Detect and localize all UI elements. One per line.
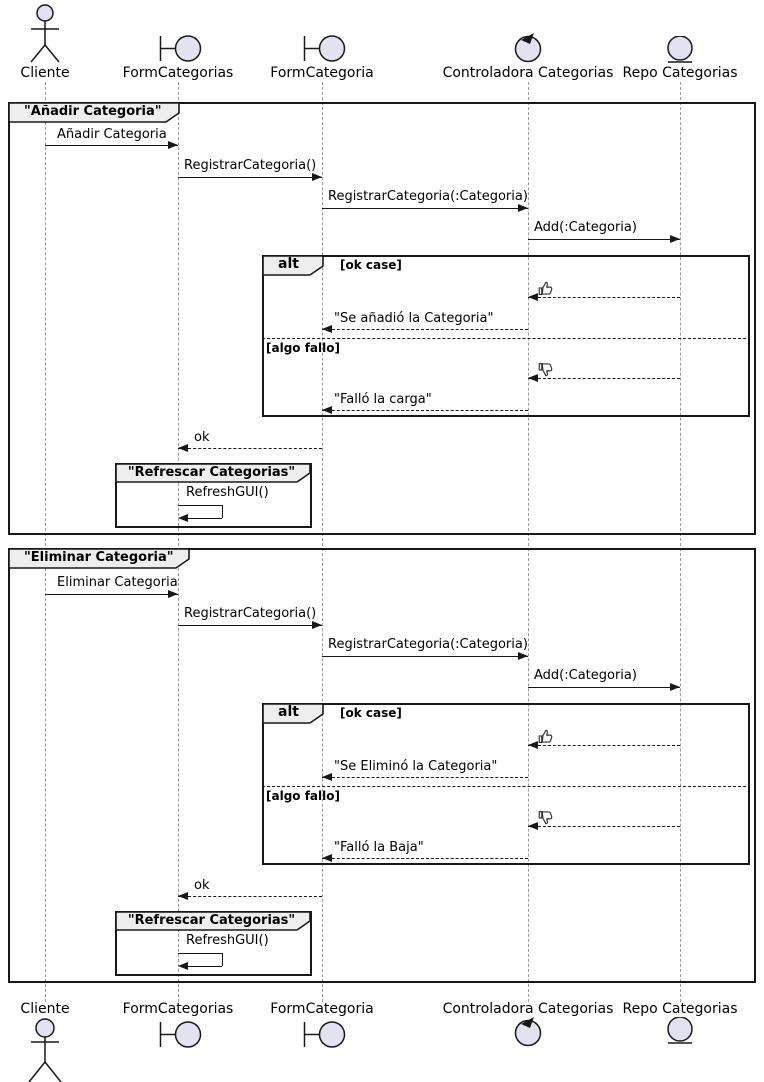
participant-label-controladora-bottom: Controladora Categorias bbox=[442, 1001, 614, 1017]
msg-registrar-categoria-param-2: RegistrarCategoria(:Categoria) bbox=[328, 637, 528, 652]
msg-add-categoria-2: Add(:Categoria) bbox=[534, 668, 637, 683]
msg-add-categoria-1: Add(:Categoria) bbox=[534, 220, 637, 235]
frame-eliminar-categoria bbox=[8, 548, 756, 983]
arrowhead bbox=[312, 621, 322, 629]
alt-tab-2 bbox=[262, 703, 324, 724]
msg-ok-return-1: ok bbox=[194, 430, 210, 445]
lifeline-cliente bbox=[45, 82, 46, 1002]
msg-ok-return-2: ok bbox=[194, 878, 210, 893]
msg-thumbs-down-line-2 bbox=[528, 826, 680, 827]
arrowhead bbox=[528, 741, 538, 749]
thumbs-down-icon bbox=[538, 811, 553, 825]
frame-eliminar-tab bbox=[8, 548, 190, 569]
msg-se-anadio: "Se añadió la Categoria" bbox=[334, 311, 494, 326]
group-refrescar-title-1: "Refrescar Categorias" bbox=[127, 465, 296, 480]
participant-label-formcategorias: FormCategorias bbox=[122, 65, 234, 81]
arrowhead bbox=[528, 293, 538, 301]
arrowhead bbox=[670, 683, 680, 691]
frame-anadir-tab bbox=[8, 102, 180, 123]
arrowhead bbox=[178, 962, 188, 970]
msg-anadir-categoria: Añadir Categoria bbox=[57, 127, 167, 142]
boundary-icon bbox=[159, 1021, 202, 1048]
control-icon bbox=[514, 33, 542, 63]
msg-registrar-categoria-1: RegistrarCategoria() bbox=[184, 158, 317, 173]
participant-label-formcategoria: FormCategoria bbox=[270, 65, 374, 81]
arrowhead bbox=[312, 173, 322, 181]
boundary-icon bbox=[303, 1021, 346, 1048]
control-icon bbox=[514, 1017, 542, 1047]
alt-guard-fallo-1: [algo fallo] bbox=[266, 341, 340, 355]
alt-keyword-1: alt bbox=[278, 256, 299, 272]
arrowhead bbox=[322, 773, 332, 781]
lifeline-controladora bbox=[528, 82, 529, 1002]
entity-icon bbox=[667, 1017, 693, 1044]
msg-se-elimino: "Se Eliminó la Categoria" bbox=[334, 759, 498, 774]
alt-guard-fallo-2: [algo fallo] bbox=[266, 789, 340, 803]
alt-tab-1 bbox=[262, 255, 324, 276]
alt-fragment-2 bbox=[262, 703, 750, 865]
msg-fallo-carga: "Falló la carga" bbox=[334, 392, 432, 407]
arrowhead bbox=[518, 652, 528, 660]
participant-label-repo-bottom: Repo Categorias bbox=[622, 1001, 738, 1017]
msg-thumbs-up-line-2 bbox=[528, 745, 680, 746]
lifeline-repo bbox=[680, 82, 681, 1002]
msg-eliminar-categoria: Eliminar Categoria bbox=[57, 575, 178, 590]
frame-anadir-title: "Añadir Categoria" bbox=[24, 104, 162, 119]
alt-guard-ok-1: [ok case] bbox=[340, 258, 402, 272]
actor-icon bbox=[30, 4, 60, 63]
arrowhead bbox=[322, 854, 332, 862]
msg-refresh-gui-2: RefreshGUI() bbox=[186, 933, 269, 948]
arrowhead bbox=[322, 406, 332, 414]
msg-thumbs-down-line-1 bbox=[528, 378, 680, 379]
thumbs-down-icon bbox=[538, 363, 553, 377]
participant-label-formcategoria-bottom: FormCategoria bbox=[270, 1001, 374, 1017]
actor-icon bbox=[28, 1018, 62, 1082]
participant-label-cliente: Cliente bbox=[20, 65, 70, 81]
lifeline-formcategoria bbox=[322, 82, 323, 1002]
group-refrescar-title-2: "Refrescar Categorias" bbox=[127, 913, 296, 928]
participant-label-cliente-bottom: Cliente bbox=[20, 1001, 70, 1017]
lifeline-formcategorias bbox=[178, 82, 179, 1002]
arrowhead bbox=[168, 590, 178, 598]
group-refrescar-titlebar-2 bbox=[115, 911, 311, 931]
participant-label-repo: Repo Categorias bbox=[622, 65, 738, 81]
msg-registrar-categoria-2: RegistrarCategoria() bbox=[184, 606, 317, 621]
msg-registrar-categoria-param-1: RegistrarCategoria(:Categoria) bbox=[328, 189, 528, 204]
arrowhead bbox=[528, 374, 538, 382]
boundary-icon bbox=[303, 35, 346, 62]
group-refrescar-titlebar-1 bbox=[115, 463, 311, 483]
alt-keyword-2: alt bbox=[278, 704, 299, 720]
thumbs-up-icon bbox=[538, 729, 553, 743]
frame-anadir-categoria bbox=[8, 102, 756, 535]
alt-divider-2 bbox=[262, 786, 746, 787]
arrowhead bbox=[178, 892, 188, 900]
msg-thumbs-up-line-1 bbox=[528, 297, 680, 298]
frame-eliminar-title: "Eliminar Categoria" bbox=[24, 550, 174, 565]
arrowhead bbox=[168, 141, 178, 149]
alt-fragment-1 bbox=[262, 255, 750, 417]
entity-icon bbox=[667, 36, 693, 63]
arrowhead bbox=[528, 822, 538, 830]
msg-fallo-baja: "Falló la Baja" bbox=[334, 840, 424, 855]
alt-guard-ok-2: [ok case] bbox=[340, 706, 402, 720]
thumbs-up-icon bbox=[538, 281, 553, 295]
participant-label-controladora: Controladora Categorias bbox=[442, 65, 614, 81]
boundary-icon bbox=[159, 35, 202, 62]
arrowhead bbox=[178, 514, 188, 522]
alt-divider-1 bbox=[262, 338, 746, 339]
msg-refresh-gui-1: RefreshGUI() bbox=[186, 485, 269, 500]
arrowhead bbox=[322, 325, 332, 333]
arrowhead bbox=[518, 204, 528, 212]
arrowhead bbox=[670, 235, 680, 243]
arrowhead bbox=[178, 444, 188, 452]
participant-label-formcategorias-bottom: FormCategorias bbox=[122, 1001, 234, 1017]
